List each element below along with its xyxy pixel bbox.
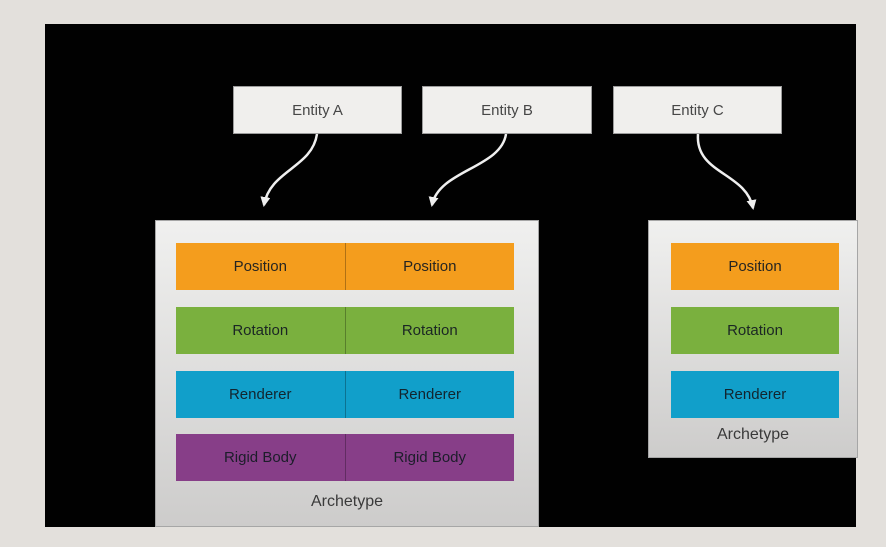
component-row-rigid-body: Rigid Body Rigid Body <box>176 434 514 481</box>
component-cell: Renderer <box>398 386 462 403</box>
component-cell: Position <box>728 258 782 275</box>
archetype-1-box: Position Position Rotation Rotation Rend… <box>155 220 539 527</box>
arrow-entity-a-to-archetype-1 <box>260 133 319 207</box>
component-cell: Rigid Body <box>223 449 297 466</box>
diagram-panel: Entity A Entity B Entity C Position Posi… <box>45 24 858 527</box>
component-cell: Position <box>233 258 287 275</box>
cell-divider <box>344 243 346 290</box>
component-row-position: Position Position <box>176 243 514 290</box>
archetype-2-box: Position Rotation Renderer Archetype <box>648 220 858 458</box>
entity-b-box: Entity B <box>422 86 592 134</box>
component-cell: Rotation <box>232 322 289 339</box>
arrow-entity-b-to-archetype-1 <box>428 133 508 207</box>
component-cell: Rotation <box>401 322 458 339</box>
component-row-rotation: Rotation Rotation <box>176 307 514 354</box>
archetype-2-label: Archetype <box>716 426 790 443</box>
archetype-1-label: Archetype <box>310 493 384 510</box>
component-cell: Rigid Body <box>393 449 467 466</box>
component-cell: Renderer <box>723 386 787 403</box>
component-row-renderer: Renderer Renderer <box>176 371 514 418</box>
component-cell: Renderer <box>228 386 292 403</box>
cell-divider <box>344 371 346 418</box>
entity-a-label: Entity A <box>292 101 343 119</box>
component-cell: Rotation <box>727 322 783 339</box>
entity-c-label: Entity C <box>671 101 724 119</box>
component-cell: Position <box>403 258 457 275</box>
component-row-rotation: Rotation <box>671 307 839 354</box>
cell-divider <box>344 434 346 481</box>
arrow-entity-c-to-archetype-2 <box>696 133 757 210</box>
entity-b-label: Entity B <box>481 101 533 119</box>
entity-a-box: Entity A <box>233 86 402 134</box>
cell-divider <box>344 307 346 354</box>
component-row-position: Position <box>671 243 839 290</box>
entity-c-box: Entity C <box>613 86 782 134</box>
component-row-renderer: Renderer <box>671 371 839 418</box>
